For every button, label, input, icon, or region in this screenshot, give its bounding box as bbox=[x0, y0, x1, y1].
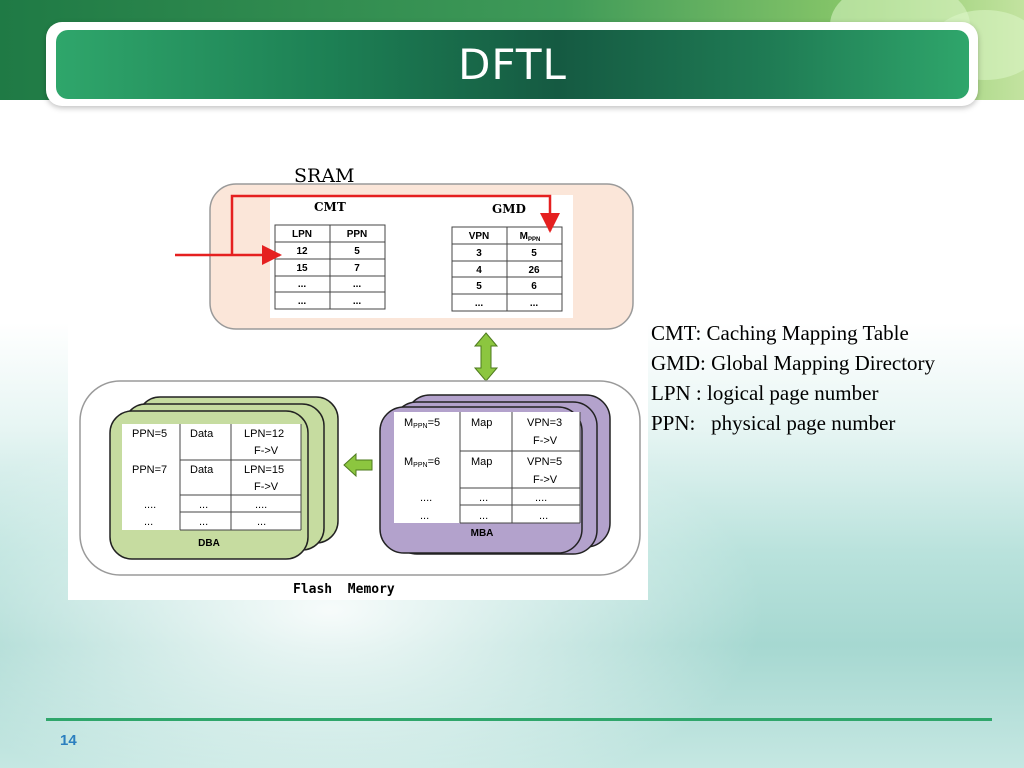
title-bar: DFTL bbox=[56, 30, 969, 99]
legend-lpn: LPN : logical page number bbox=[651, 381, 879, 405]
dba-cell: ... bbox=[199, 499, 208, 511]
gmd-cell: ... bbox=[530, 298, 539, 309]
mba-m-value: =5 bbox=[428, 417, 441, 429]
mba-cell: MPPN=6 bbox=[404, 456, 440, 469]
cmt-title: CMT bbox=[314, 200, 346, 214]
mba-cell: F->V bbox=[533, 435, 558, 447]
gmd-cell: 4 bbox=[476, 265, 482, 276]
legend-ppn: PPN: physical page number bbox=[651, 411, 896, 435]
legend-gmd: GMD: Global Mapping Directory bbox=[651, 351, 936, 375]
gmd-cell: 5 bbox=[531, 248, 537, 259]
dba-cell: Data bbox=[190, 428, 214, 440]
mba-cell: ... bbox=[539, 510, 548, 522]
dba-cell: F->V bbox=[254, 481, 279, 493]
mba-cell: Map bbox=[471, 456, 492, 468]
dba-cell: PPN=7 bbox=[132, 464, 167, 476]
gmd-header-vpn: VPN bbox=[469, 231, 490, 242]
mba-cell: .... bbox=[535, 492, 547, 504]
dba-cell: F->V bbox=[254, 445, 279, 457]
lookup-arrow-to-gmd bbox=[230, 194, 560, 255]
dba-cell: ... bbox=[257, 516, 266, 528]
gmd-header-mppn: MPPN bbox=[520, 231, 541, 243]
mba-cell: VPN=5 bbox=[527, 456, 562, 468]
dba-cell: ... bbox=[199, 516, 208, 528]
gmd-cell: 3 bbox=[476, 248, 482, 259]
cmt-cell: ... bbox=[353, 296, 362, 307]
gmd-header-m: M bbox=[520, 231, 528, 242]
cmt-cell: ... bbox=[298, 296, 307, 307]
gmd-cell: 26 bbox=[528, 265, 540, 276]
cmt-cell: ... bbox=[353, 279, 362, 290]
gmd-title: GMD bbox=[492, 202, 526, 216]
mba-label: MBA bbox=[471, 528, 494, 539]
dba-cell: ... bbox=[144, 516, 153, 528]
mba-cell: VPN=3 bbox=[527, 417, 562, 429]
gmd-cell: 5 bbox=[476, 281, 482, 292]
dftl-diagram: SRAM CMT LPN PPN 12 5 15 7 ... ... ... .… bbox=[68, 155, 648, 600]
mba-cell: MPPN=5 bbox=[404, 417, 440, 430]
mba-m-sub: PPN bbox=[413, 462, 427, 469]
cmt-cell: ... bbox=[298, 279, 307, 290]
gmd-table: VPN MPPN 3 5 4 26 5 6 ... ... bbox=[451, 226, 563, 312]
cmt-header-ppn: PPN bbox=[347, 229, 368, 240]
gmd-cell: ... bbox=[475, 298, 484, 309]
sram-label: SRAM bbox=[294, 165, 355, 187]
cmt-cell: 7 bbox=[354, 263, 360, 274]
dba-table: PPN=5 Data LPN=12 F->V PPN=7 Data LPN=15… bbox=[122, 424, 302, 531]
mba-table: MPPN=5 Map VPN=3 F->V MPPN=6 Map VPN=5 F… bbox=[394, 412, 581, 524]
mba-m: M bbox=[404, 456, 413, 468]
cmt-table: LPN PPN 12 5 15 7 ... ... ... ... bbox=[274, 224, 386, 310]
mba-cell: Map bbox=[471, 417, 492, 429]
cmt-header-lpn: LPN bbox=[292, 229, 312, 240]
mba-m-sub: PPN bbox=[413, 423, 427, 430]
mba-cell: ... bbox=[479, 510, 488, 522]
dba-cell: LPN=15 bbox=[244, 464, 284, 476]
mba-cell: .... bbox=[420, 492, 432, 504]
mba-to-dba-arrow bbox=[343, 452, 373, 478]
cmt-cell: 5 bbox=[354, 246, 360, 257]
mba-m: M bbox=[404, 417, 413, 429]
cmt-cell: 15 bbox=[296, 263, 308, 274]
dba-cell: .... bbox=[255, 499, 267, 511]
mba-cell: F->V bbox=[533, 474, 558, 486]
mba-m-value: =6 bbox=[428, 456, 441, 468]
slide-title: DFTL bbox=[458, 40, 567, 89]
dba-label: DBA bbox=[198, 538, 220, 549]
flash-memory-label: Flash Memory bbox=[293, 582, 395, 597]
dba-cell: LPN=12 bbox=[244, 428, 284, 440]
gmd-cell: 6 bbox=[531, 281, 537, 292]
legend-cmt: CMT: Caching Mapping Table bbox=[651, 321, 909, 345]
abbreviation-legend: CMT: Caching Mapping Table GMD: Global M… bbox=[651, 318, 935, 438]
cmt-cell: 12 bbox=[296, 246, 308, 257]
gmd-header-m-sub: PPN bbox=[528, 237, 540, 243]
mba-cell: ... bbox=[420, 510, 429, 522]
page-number: 14 bbox=[60, 732, 77, 749]
mba-cell: ... bbox=[479, 492, 488, 504]
dba-cell: Data bbox=[190, 464, 214, 476]
footer-divider bbox=[46, 718, 992, 721]
dba-cell: PPN=5 bbox=[132, 428, 167, 440]
dba-cell: .... bbox=[144, 499, 156, 511]
